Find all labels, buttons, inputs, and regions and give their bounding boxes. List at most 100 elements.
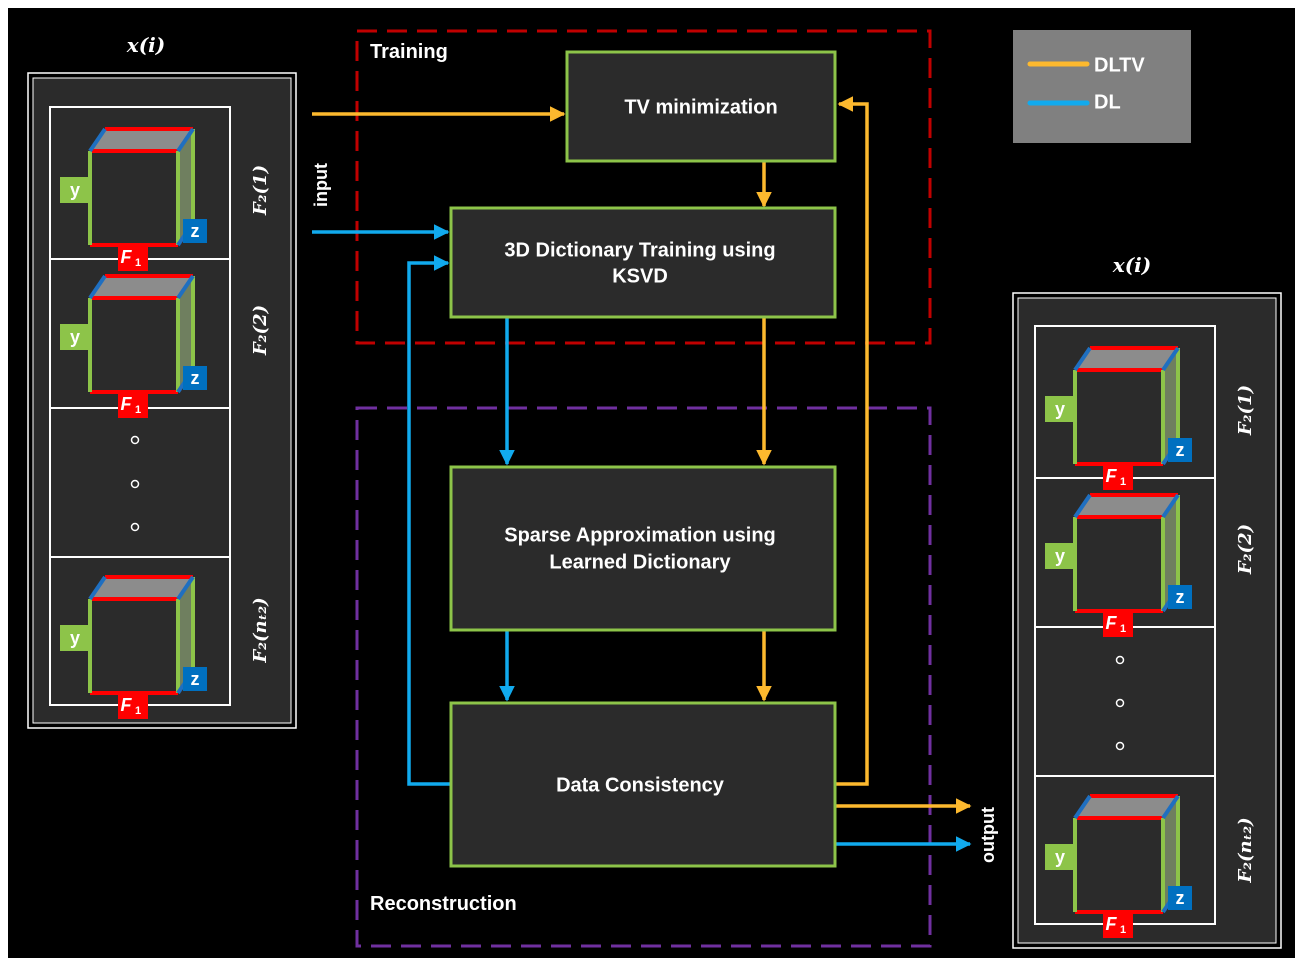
- cube-front-face: [1075, 517, 1163, 611]
- cube-z-tag: [1168, 886, 1192, 910]
- cube-top-face: [90, 276, 193, 298]
- legend-dltv-label: DLTV: [1094, 54, 1145, 76]
- cube-f1-subscript: 1: [135, 404, 141, 416]
- cube-y-label: y: [1055, 399, 1065, 419]
- cube-f1-tag: [1103, 910, 1133, 938]
- arrow-dc-feedback-dl: [407, 255, 451, 786]
- cube-y-tag: [1045, 396, 1075, 422]
- cube-top-face: [1075, 796, 1178, 818]
- cube-f1-tag: [118, 243, 148, 271]
- cube-top-face: [1075, 348, 1178, 370]
- cube-front-face: [1075, 818, 1163, 912]
- cube-f1-label: F: [121, 695, 133, 715]
- cube-side-face: [178, 129, 193, 245]
- reconstruction-label: Reconstruction: [370, 893, 517, 915]
- cube-f1-subscript: 1: [135, 705, 141, 717]
- tv-minimization-box: TV minimization: [565, 50, 837, 163]
- dictionary-training-box: 3D Dictionary Training using KSVD: [449, 206, 837, 319]
- svg-text:Data Consistency: Data Consistency: [556, 774, 725, 796]
- input-label: input: [311, 163, 331, 207]
- svg-text:Learned Dictionary: Learned Dictionary: [549, 551, 731, 573]
- cube-f1-tag: [1103, 462, 1133, 490]
- cube-y-tag: [1045, 543, 1075, 569]
- cube-front-face: [90, 151, 178, 245]
- cube-z-label: z: [1176, 888, 1185, 908]
- frame-label: F₂(nₜ₂): [250, 597, 271, 663]
- cube-side-face: [178, 577, 193, 693]
- cube-side-face: [178, 276, 193, 392]
- ellipsis-dots: [130, 435, 140, 532]
- cube-f1-label: F: [1106, 466, 1118, 486]
- connector-arrows: [312, 96, 972, 852]
- cube-top-face: [90, 577, 193, 599]
- cube-z-tag: [183, 667, 207, 691]
- cube-z-label: z: [1176, 587, 1185, 607]
- output-label: output: [978, 807, 998, 863]
- cube-side-face: [1163, 796, 1178, 912]
- cube-z-tag: [183, 219, 207, 243]
- cube-f1-subscript: 1: [1120, 623, 1126, 635]
- cube-y-tag: [60, 177, 90, 203]
- legend: DLTV DL: [1013, 30, 1191, 143]
- cube-f1-subscript: 1: [1120, 924, 1126, 936]
- cube-z-label: z: [191, 221, 200, 241]
- cube-z-label: z: [1176, 440, 1185, 460]
- frame-label: F₂(2): [250, 305, 271, 356]
- cube-y-label: y: [70, 180, 80, 200]
- cube-z-label: z: [191, 669, 200, 689]
- cube-z-tag: [1168, 438, 1192, 462]
- cube-f1-label: F: [121, 247, 133, 267]
- cube-front-face: [90, 298, 178, 392]
- cube-f1-tag: [1103, 609, 1133, 637]
- training-label: Training: [370, 41, 448, 63]
- data-consistency-box: Data Consistency: [449, 701, 837, 868]
- reconstruction-region: [355, 406, 932, 948]
- cube-z-label: z: [191, 368, 200, 388]
- frame-label: F₂(1): [1235, 385, 1256, 436]
- cube-side-face: [1163, 348, 1178, 464]
- cube-f1-tag: [118, 691, 148, 719]
- training-region: [355, 29, 932, 345]
- ellipsis-dots: [1115, 655, 1125, 751]
- cube-front-face: [90, 599, 178, 693]
- svg-text:KSVD: KSVD: [612, 265, 668, 287]
- svg-text:TV minimization: TV minimization: [624, 96, 777, 118]
- frame-label: F₂(2): [1235, 524, 1256, 575]
- left-stack-title: x(i): [126, 33, 165, 57]
- svg-text:3D Dictionary Training using: 3D Dictionary Training using: [504, 239, 775, 261]
- sparse-approximation-box: Sparse Approximation using Learned Dicti…: [449, 465, 837, 632]
- cube-f1-tag: [118, 390, 148, 418]
- cube-y-tag: [1045, 844, 1075, 870]
- cube-f1-label: F: [1106, 613, 1118, 633]
- frame-label: F₂(nₜ₂): [1235, 817, 1256, 883]
- arrow-dc-feedback-dltv: [836, 96, 869, 786]
- cube-y-label: y: [70, 327, 80, 347]
- right-stack-title: x(i): [1112, 253, 1151, 277]
- cube-f1-label: F: [121, 394, 133, 414]
- cube-top-face: [1075, 495, 1178, 517]
- cube-y-label: y: [70, 628, 80, 648]
- cube-y-tag: [60, 625, 90, 651]
- cube-front-face: [1075, 370, 1163, 464]
- svg-text:Sparse Approximation using: Sparse Approximation using: [504, 524, 776, 546]
- cube-y-label: y: [1055, 847, 1065, 867]
- frame-label: F₂(1): [250, 165, 271, 216]
- cube-z-tag: [1168, 585, 1192, 609]
- cube-z-tag: [183, 366, 207, 390]
- cube-y-tag: [60, 324, 90, 350]
- cube-top-face: [90, 129, 193, 151]
- legend-dl-label: DL: [1094, 91, 1121, 113]
- cube-f1-subscript: 1: [135, 257, 141, 269]
- cube-f1-subscript: 1: [1120, 476, 1126, 488]
- cube-y-label: y: [1055, 546, 1065, 566]
- cube-f1-label: F: [1106, 914, 1118, 934]
